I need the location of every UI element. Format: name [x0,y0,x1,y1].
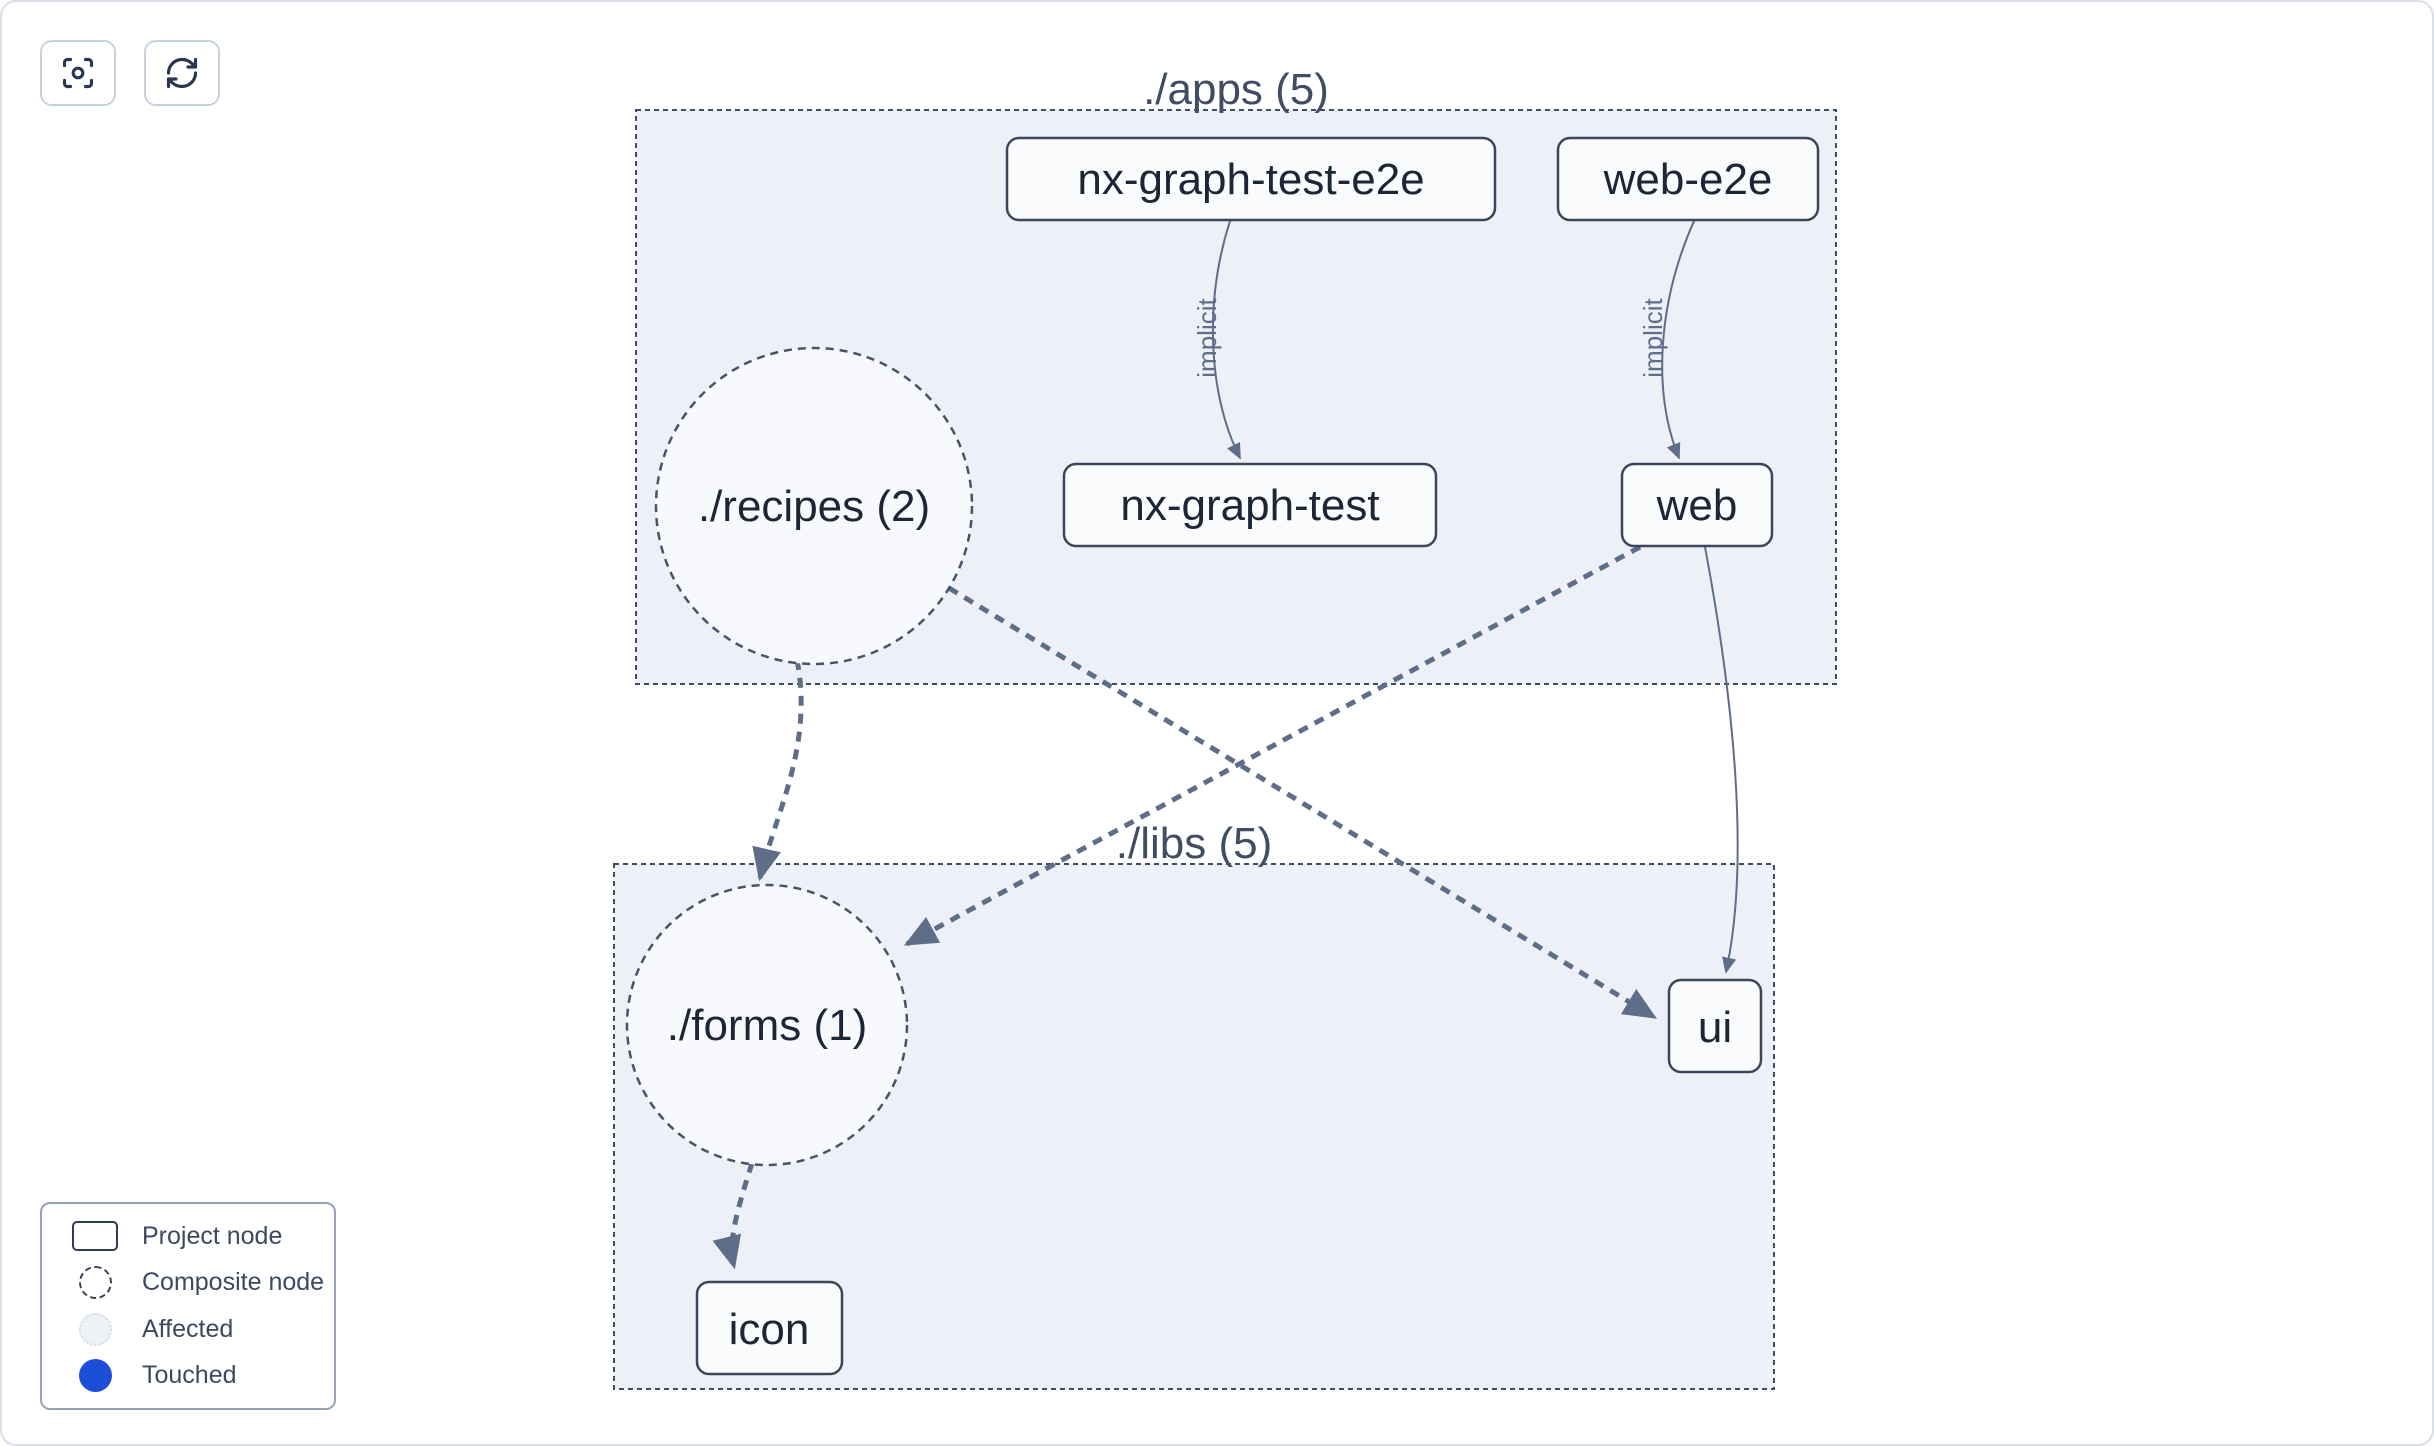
focus-button[interactable] [40,40,116,106]
touched-swatch [78,1359,112,1393]
group-apps-label: ./apps (5) [1143,65,1329,114]
project-node-swatch [72,1221,118,1252]
toolbar [40,40,220,106]
legend-label-touched: Touched [142,1361,237,1390]
legend-item-composite-node: Composite node [56,1261,324,1305]
legend-label-project-node: Project node [142,1221,283,1250]
edge-recipes-to-forms[interactable] [752,659,804,882]
project-node-web[interactable]: web [1620,462,1774,548]
edge-nx-graph-test-e2e-to-nx-graph-test[interactable] [1211,220,1241,460]
edge-forms-to-icon[interactable] [712,1162,755,1270]
legend-item-affected: Affected [56,1307,320,1351]
composite-node-recipes-label: ./recipes (2) [698,482,930,531]
project-node-nx-graph-test-label: nx-graph-test [1120,481,1379,530]
project-node-nx-graph-test[interactable]: nx-graph-test [1062,462,1438,548]
legend-item-touched: Touched [56,1354,320,1398]
legend-label-affected: Affected [142,1314,234,1343]
composite-node-recipes[interactable]: ./recipes (2) [654,346,974,666]
project-node-ui[interactable]: ui [1667,978,1763,1074]
composite-node-forms[interactable]: ./forms (1) [625,883,909,1167]
project-node-icon-label: icon [729,1305,810,1354]
edge-recipes-to-ui[interactable] [947,585,1657,1020]
edge-label-implicit-1: implicit [1192,298,1222,378]
composite-node-forms-label: ./forms (1) [667,1001,867,1050]
project-node-nx-graph-test-e2e-label: nx-graph-test-e2e [1077,155,1424,204]
edge-web-to-ui[interactable] [1704,546,1739,974]
legend: Project node Composite node Affected Tou… [40,1202,336,1410]
project-node-web-e2e-label: web-e2e [1603,155,1773,204]
focus-icon [62,57,94,89]
affected-swatch [78,1312,112,1346]
legend-item-project-node: Project node [56,1214,320,1258]
project-node-web-e2e[interactable]: web-e2e [1556,136,1820,222]
group-libs-label: ./libs (5) [1116,819,1272,868]
project-node-nx-graph-test-e2e[interactable]: nx-graph-test-e2e [1005,136,1497,222]
edge-web-e2e-to-web[interactable] [1661,220,1695,460]
edge-web-to-forms[interactable] [903,544,1642,947]
legend-label-composite-node: Composite node [142,1268,325,1297]
project-node-icon[interactable]: icon [695,1280,844,1376]
refresh-button[interactable] [144,40,220,106]
project-node-web-label: web [1656,481,1738,530]
refresh-icon [166,57,198,89]
edge-label-implicit-2: implicit [1638,298,1668,378]
composite-node-swatch [78,1266,112,1300]
project-node-ui-label: ui [1698,1003,1732,1052]
